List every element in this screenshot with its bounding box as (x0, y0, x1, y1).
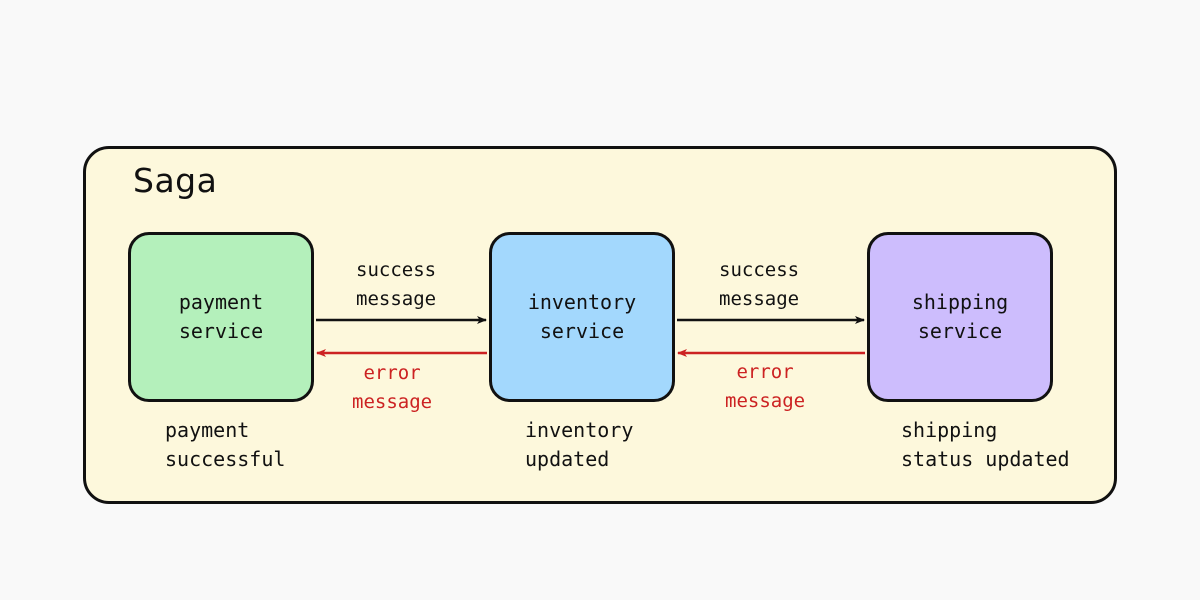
edge-label-line-2: message (352, 391, 433, 413)
service-node-shipping[interactable]: shipping service (867, 232, 1053, 402)
service-name-line-1: shipping (911, 290, 1009, 314)
caption-payment: payment successful (165, 416, 285, 474)
edge-label-line-1: success (719, 259, 800, 281)
edge-label-line-1: success (356, 259, 437, 281)
caption-line-1: payment (165, 418, 250, 442)
service-name-line-2: service (178, 319, 264, 343)
edge-label-line-2: message (725, 390, 806, 412)
caption-line-2: successful (165, 447, 286, 471)
edge-label-line-2: message (719, 288, 800, 310)
service-node-inventory[interactable]: inventory service (489, 232, 675, 402)
edge-label-error-inventory-payment: error message (352, 359, 432, 417)
edge-label-line-1: error (736, 361, 794, 383)
caption-inventory: inventory updated (525, 416, 633, 474)
caption-line-2: status updated (901, 447, 1070, 471)
service-name-line-1: payment (178, 290, 264, 314)
edge-label-line-2: message (356, 288, 437, 310)
caption-line-1: shipping (901, 418, 998, 442)
edge-label-success-inventory-shipping: success message (719, 256, 799, 314)
edge-label-success-payment-inventory: success message (356, 256, 436, 314)
saga-title: Saga (133, 161, 218, 200)
edge-label-error-shipping-inventory: error message (725, 358, 805, 416)
service-node-payment[interactable]: payment service (128, 232, 314, 402)
caption-line-1: inventory (525, 418, 634, 442)
caption-line-2: updated (525, 447, 610, 471)
caption-shipping: shipping status updated (901, 416, 1070, 474)
service-name-line-2: service (539, 319, 625, 343)
service-name-line-1: inventory (527, 290, 637, 314)
service-name-line-2: service (917, 319, 1003, 343)
edge-label-line-1: error (363, 362, 421, 384)
